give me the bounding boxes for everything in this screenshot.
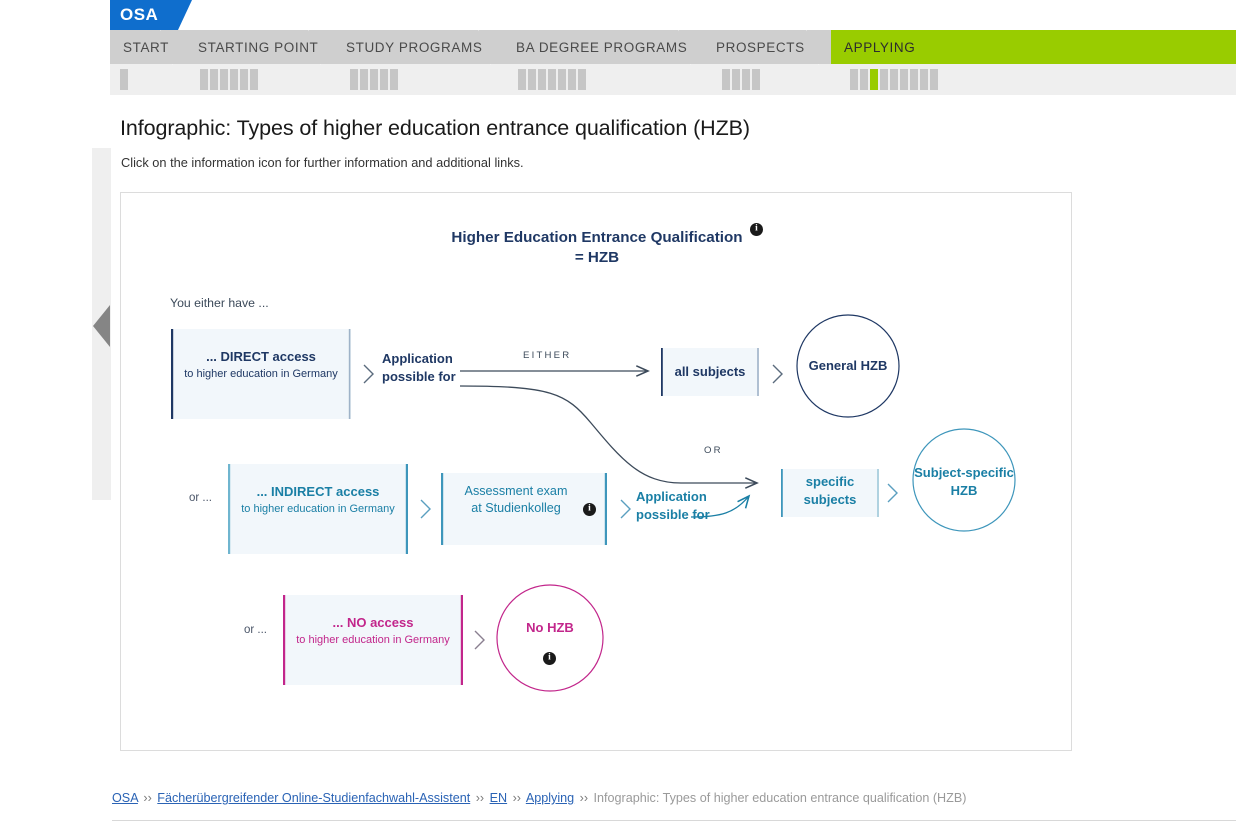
indirect-access-title: ... INDIRECT access [256,484,380,499]
breadcrumb-link-applying[interactable]: Applying [525,791,575,805]
direct-access-box: ... DIRECT access to higher education in… [171,349,351,380]
nav-divider-icon [806,30,832,64]
osa-logo[interactable]: OSA [110,0,192,30]
infographic-panel: Higher Education Entrance Qualification … [120,192,1072,751]
breadcrumb-link-en[interactable]: EN [489,791,508,805]
breadcrumb-separator: ›› [475,791,485,805]
nav-divider-icon [308,30,334,64]
breadcrumb-link-osa[interactable]: OSA [112,791,138,805]
page-subtitle: Click on the information icon for furthe… [121,155,524,170]
branch-label-either: EITHER [523,350,572,361]
no-access-subtitle: to higher education in Germany [296,634,450,646]
or-label-1: or ... [189,492,213,504]
progress-bars-prospects [722,69,760,90]
breadcrumb: OSA ›› Fächerübergreifender Online-Studi… [112,791,966,805]
infographic-title: Higher Education Entrance Qualification … [121,228,1073,268]
nav-item-study-programs[interactable]: STUDY PROGRAMS [333,30,503,64]
progress-divider-icon [172,64,198,95]
progress-divider-icon [320,64,346,95]
indirect-access-subtitle: to higher education in Germany [241,503,395,515]
progress-divider-icon [690,64,716,95]
all-subjects-box-label: all subjects [674,364,746,379]
indirect-access-box: ... INDIRECT access to higher education … [228,484,408,515]
nav-label: STUDY PROGRAMS [346,39,483,55]
assessment-exam-box: Assessment exam at Studienkolleg [446,484,586,515]
progress-bars-starting-point [200,69,258,90]
assessment-exam-line2: at Studienkolleg [471,501,561,515]
nav-divider-icon [478,30,504,64]
intro-text: You either have ... [170,296,269,310]
breadcrumb-separator: ›› [143,791,152,805]
connector-line1: Application [382,351,453,366]
progress-bars-applying [850,69,938,90]
nav-divider-icon [678,30,704,64]
nav-label: START [123,39,170,55]
nav-item-ba-degree-programs[interactable]: BA DEGREE PROGRAMS [503,30,703,64]
connector-line2: possible for [636,507,710,522]
breadcrumb-separator: ›› [512,791,521,805]
subject-hzb-line2: HZB [950,483,978,498]
breadcrumb-separator: ›› [579,791,589,805]
no-hzb-label: No HZB [526,620,574,635]
connector-line1: Application [636,489,707,504]
progress-divider-icon [818,64,844,95]
progress-strip [110,64,1236,95]
general-hzb-label: General HZB [808,358,888,373]
info-icon[interactable]: i [583,503,596,516]
direct-connector-label: Application possible for [382,351,512,384]
subject-specific-hzb-label: Subject-specific HZB [899,465,1029,498]
no-access-title: ... NO access [332,615,414,630]
previous-page-arrow-icon[interactable] [93,305,110,347]
nav-item-starting-point[interactable]: STARTING POINT [185,30,333,64]
info-icon[interactable]: i [750,223,763,236]
specific-subjects-line2: subjects [803,492,857,507]
direct-access-title: ... DIRECT access [206,349,316,364]
specific-subjects-line1: specific [805,474,855,489]
info-icon[interactable]: i [543,652,556,665]
nav-divider-icon [160,30,186,64]
nav-label: STARTING POINT [198,39,319,55]
nav-item-prospects[interactable]: PROSPECTS [703,30,831,64]
infographic-title-line2: = HZB [574,249,620,266]
infographic-title-line1: Higher Education Entrance Qualification [451,229,743,246]
nav-item-start[interactable]: START [110,30,185,64]
assessment-exam-line1: Assessment exam [464,484,568,498]
logo-row: OSA [0,0,1236,30]
nav-label: BA DEGREE PROGRAMS [516,39,688,55]
subject-hzb-line1: Subject-specific [914,465,1014,480]
branch-label-or: OR [704,445,723,456]
infographic-diagram [171,314,1016,692]
indirect-connector-label: Application possible for [636,489,756,522]
direct-access-subtitle: to higher education in Germany [184,368,338,380]
page-title: Infographic: Types of higher education e… [120,116,750,140]
footer-divider [112,820,1236,821]
nav-item-applying[interactable]: APPLYING [831,30,1236,64]
breadcrumb-link-osa-full[interactable]: Fächerübergreifender Online-Studienfachw… [157,791,471,805]
progress-bars-study-programs [350,69,398,90]
connector-line2: possible for [382,369,456,384]
nav-label: APPLYING [844,39,916,55]
progress-divider-icon [490,64,516,95]
progress-bars-start [120,69,128,90]
progress-bars-ba-degree-programs [518,69,586,90]
nav-label: PROSPECTS [716,39,805,55]
specific-subjects-box-label: specific subjects [781,474,879,507]
or-label-2: or ... [244,624,268,636]
breadcrumb-current: Infographic: Types of higher education e… [593,791,967,805]
no-access-box: ... NO access to higher education in Ger… [283,615,463,646]
